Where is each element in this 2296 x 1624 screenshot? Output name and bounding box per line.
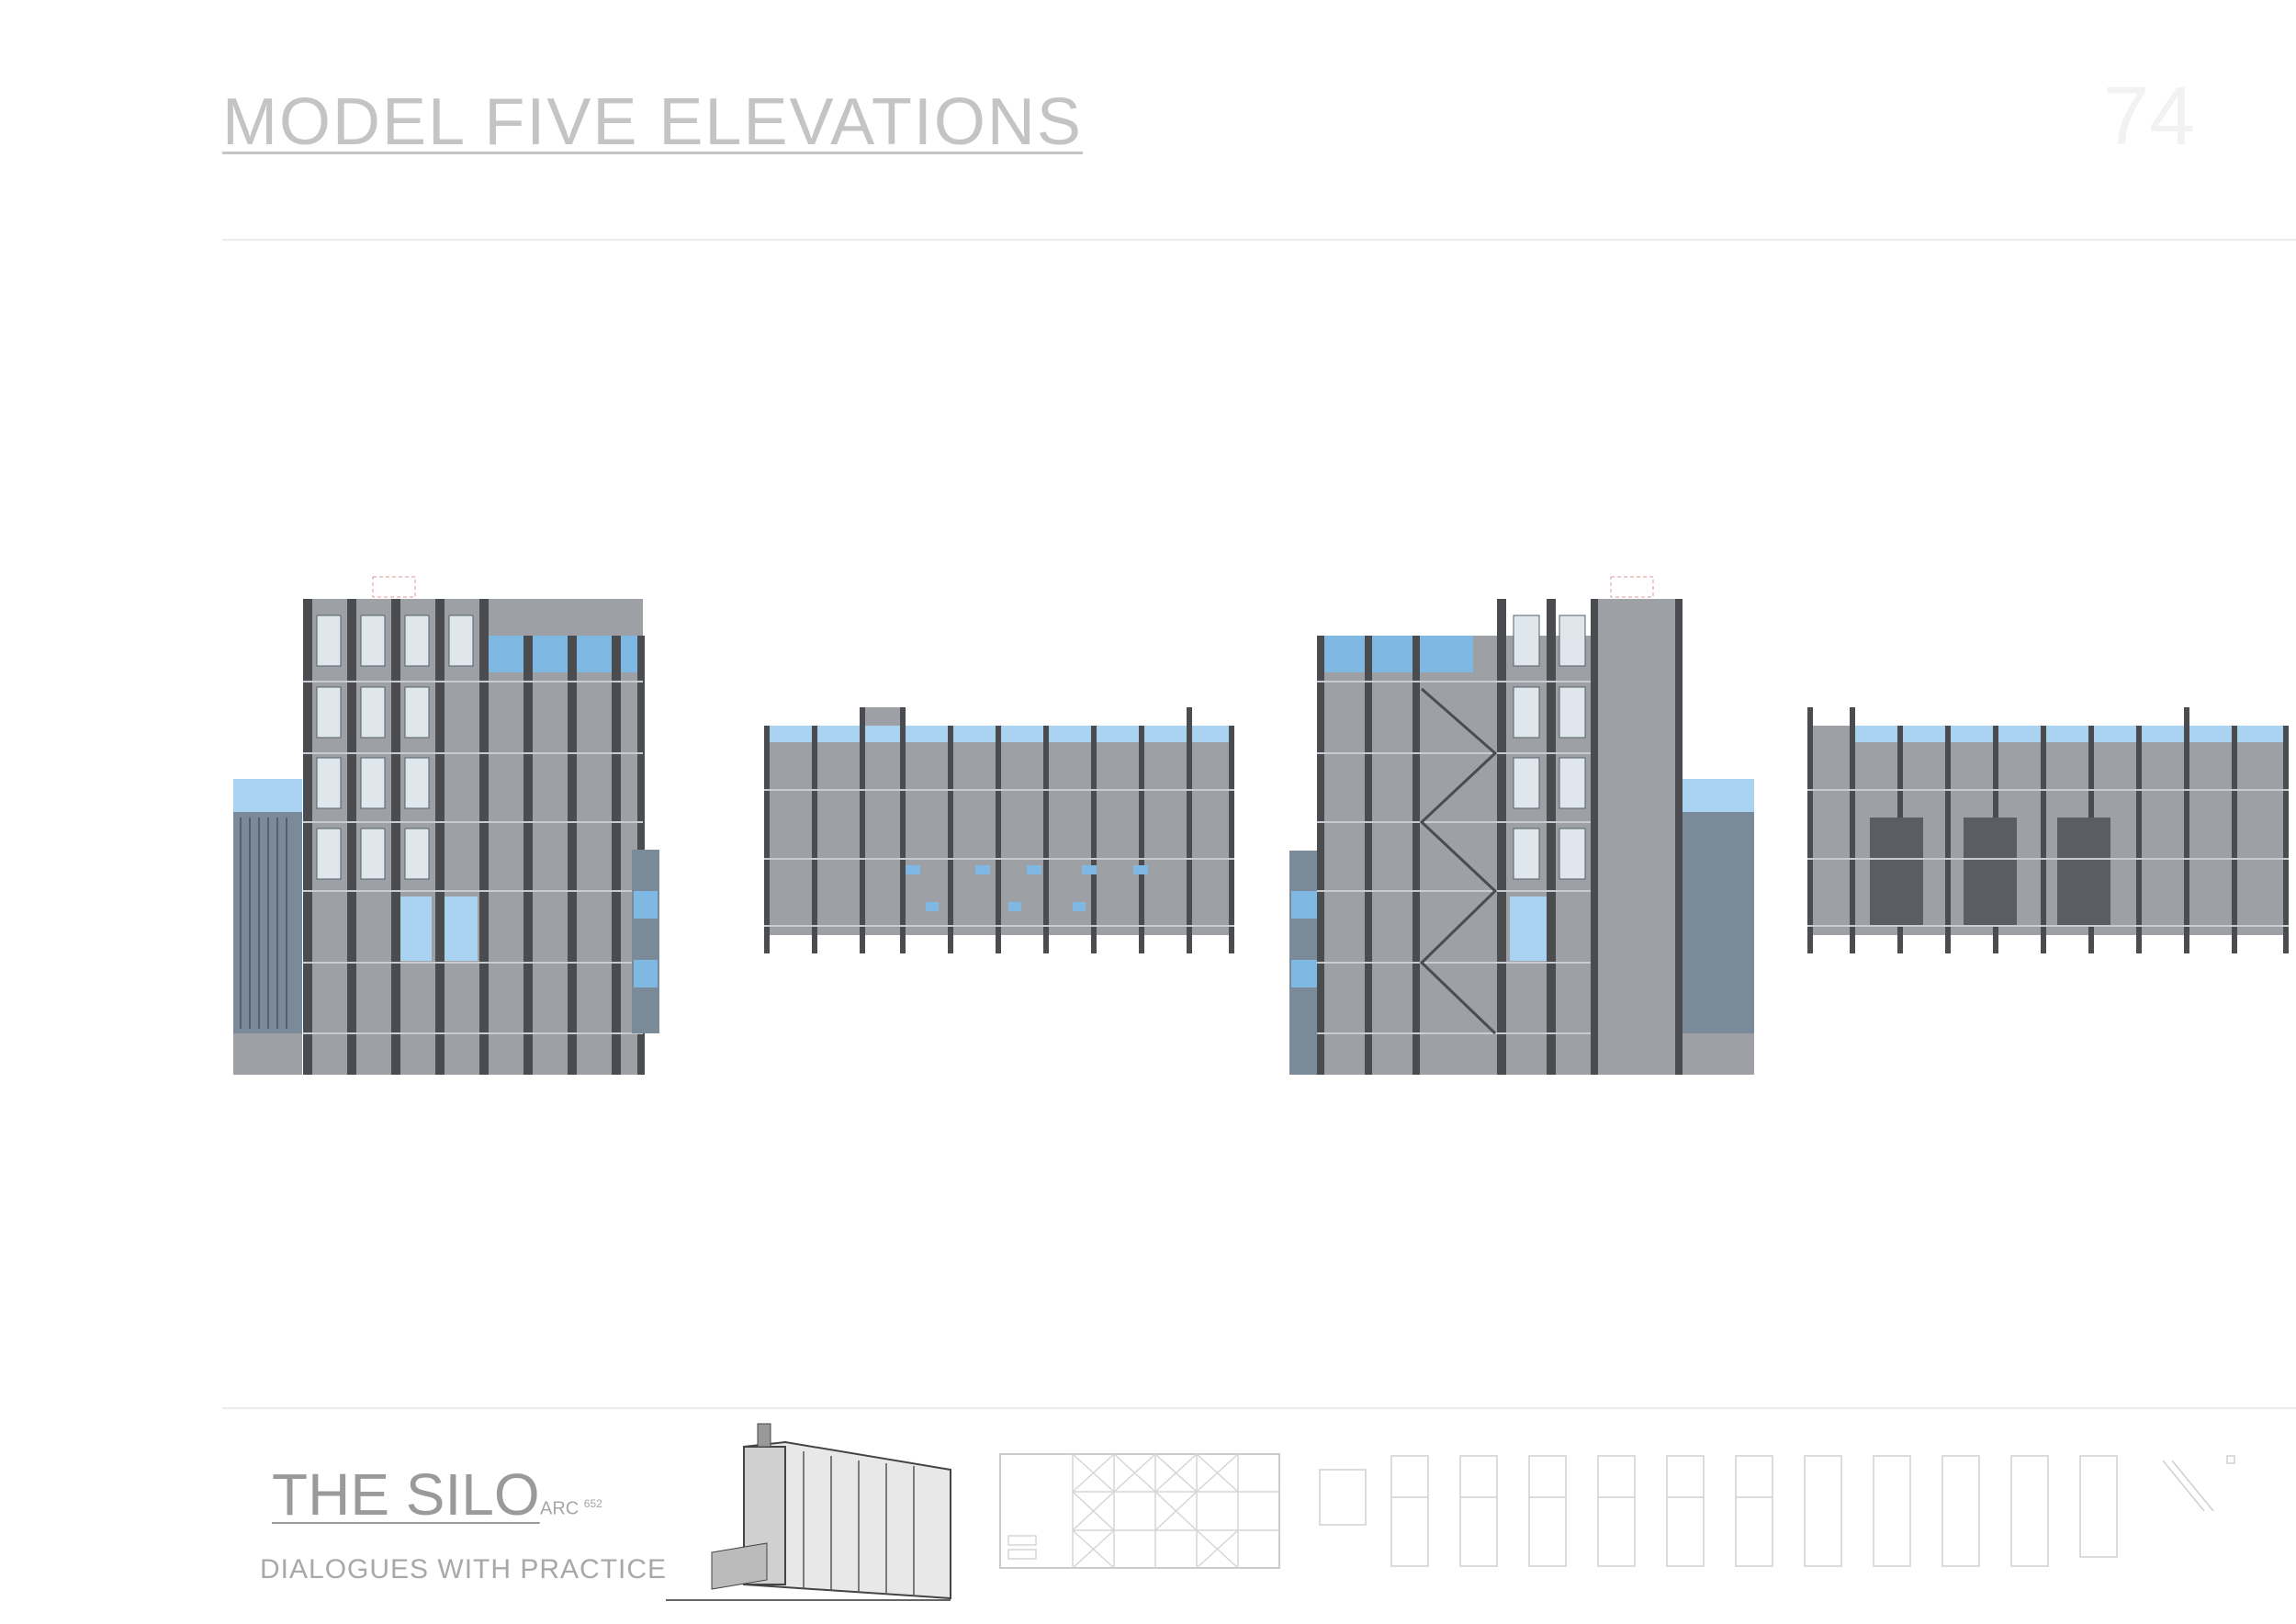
floor-plan-sequence-icon [1319,1455,2235,1567]
elevation-drawing-3 [1289,576,1754,1075]
floor-plan-thumbnail-icon [999,1453,1280,1569]
course-number: 652 [583,1497,602,1510]
header-divider [222,239,2296,241]
project-subtitle: DIALOGUES WITH PRACTICE [260,1554,668,1585]
project-title: THE SILO [272,1461,540,1528]
building-sketch-icon [666,1423,951,1601]
footer-divider [222,1407,2296,1409]
elevation-drawing-1 [233,576,659,1075]
page-number: 74 [2103,71,2196,163]
elevation-drawing-2 [764,707,1234,953]
course-code: ARC 652 [540,1497,602,1520]
page-title: MODEL FIVE ELEVATIONS [222,85,1083,159]
elevation-drawing-4 [1807,707,2289,953]
course-code-label: ARC [540,1498,580,1519]
